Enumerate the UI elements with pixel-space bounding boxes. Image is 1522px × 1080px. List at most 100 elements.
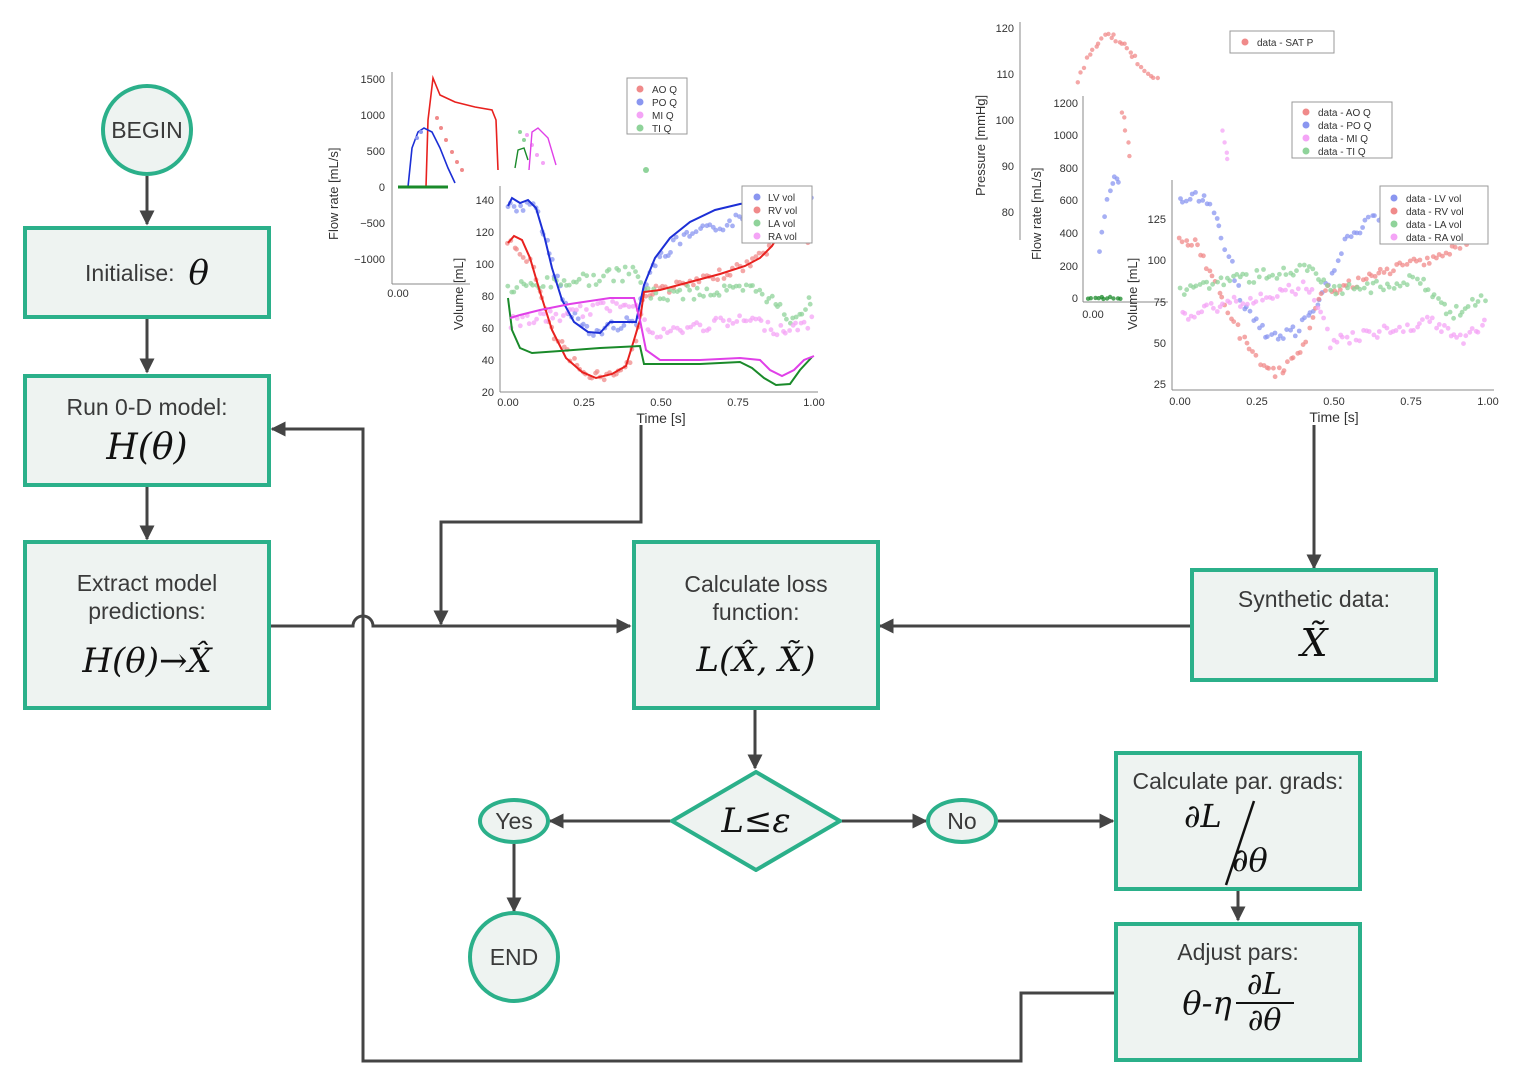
left-flow-ytick: 0 <box>379 182 385 194</box>
lv-data-point <box>727 218 732 224</box>
no-label: No <box>947 808 977 834</box>
lv-data-point <box>730 223 735 229</box>
end-node: END <box>468 911 560 1003</box>
la-data-point <box>704 286 710 292</box>
ra-data-point <box>1467 329 1473 335</box>
rv-data-point <box>1209 273 1215 279</box>
lv-data-point <box>700 223 706 229</box>
la-data-point <box>661 296 666 302</box>
la-data-point <box>1193 283 1199 289</box>
la-data-point <box>648 295 654 301</box>
extract-predictions-box: Extract model predictions: H(θ)→X̂ <box>23 540 271 710</box>
sat-p-point <box>1124 46 1130 51</box>
rv-data-point <box>1372 274 1378 279</box>
ra-data-point <box>1417 321 1422 326</box>
ra-data-point <box>1393 328 1399 333</box>
right-flow-ytick: 200 <box>1060 261 1078 273</box>
right-vol-ytick: 50 <box>1154 338 1166 350</box>
la-data-point <box>1246 279 1252 285</box>
lv-data-point <box>1264 334 1270 339</box>
lv-data-point <box>693 229 699 235</box>
ra-data-point <box>574 307 579 313</box>
loss-formula: L(X̂, X̃) <box>696 640 816 680</box>
rv-data-point <box>1281 368 1287 373</box>
la-data-point <box>1274 276 1280 281</box>
left-vol-ytick: 60 <box>482 323 494 335</box>
rv-data-point <box>1207 268 1213 274</box>
ra-data-point <box>526 321 532 327</box>
la-data-point <box>1447 309 1453 315</box>
la-data-point <box>671 288 677 294</box>
la-data-point <box>1306 264 1312 269</box>
la-data-point <box>1397 283 1403 289</box>
po-q-point <box>1104 197 1110 202</box>
la-data-point <box>1340 291 1345 297</box>
la-data-point <box>1277 271 1282 277</box>
begin-node: BEGIN <box>101 84 193 176</box>
rv-data-point <box>1447 251 1453 257</box>
ra-data-point <box>1469 326 1475 331</box>
la-data-point <box>1421 276 1426 282</box>
synthetic-label: Synthetic data: <box>1237 586 1391 612</box>
la-data-point <box>1301 262 1307 268</box>
ra-data-point <box>1397 324 1402 330</box>
sat-p-point <box>1155 75 1161 81</box>
rv-data-point <box>1452 244 1458 250</box>
ra-data-point <box>720 318 726 324</box>
left-flow-ylabel: Flow rate [mL/s] <box>326 148 341 240</box>
la-data-point <box>680 296 686 302</box>
ra-data-point <box>737 313 742 319</box>
la-data-point <box>1321 277 1327 283</box>
sat-p-dots <box>1075 31 1161 85</box>
ra-data-point <box>1461 341 1466 346</box>
ra-data-point <box>1376 329 1382 334</box>
left-vol-legend <box>741 185 813 244</box>
la-data-point <box>687 287 692 293</box>
mi-q-point <box>1225 156 1230 162</box>
la-data-point <box>708 292 713 298</box>
ra-data-point <box>1334 339 1340 345</box>
ra-data-point <box>1248 295 1253 301</box>
ra-data-point <box>753 316 759 322</box>
ra-data-point <box>774 332 780 338</box>
right-vol-xtick: 0.00 <box>1169 396 1190 408</box>
ra-data-point <box>668 328 673 334</box>
ra-data-point <box>1434 325 1439 331</box>
lv-data-point <box>1222 247 1228 253</box>
la-data-point <box>1417 281 1423 286</box>
lv-data-point <box>1236 283 1242 288</box>
ra-data-point <box>1199 309 1205 315</box>
ra-data-point <box>1227 300 1233 306</box>
ra-data-point <box>725 323 730 329</box>
ra-data-point <box>1185 317 1191 322</box>
ra-data-point <box>1457 332 1463 338</box>
la-data-point <box>1251 280 1257 285</box>
rv-data-point <box>691 282 696 288</box>
rv-data-point <box>514 246 519 252</box>
la-data-point <box>1451 315 1456 321</box>
right-vol-ytick: 100 <box>1148 255 1166 267</box>
ra-data-point <box>547 308 553 314</box>
ra-data-point <box>680 330 685 336</box>
rv-data-point <box>1203 266 1209 272</box>
la-data-point <box>544 275 550 280</box>
right-flow-x0: 0.00 <box>1082 309 1103 321</box>
la-data-point <box>1368 290 1374 296</box>
ra-data-point <box>1424 314 1430 320</box>
rv-data-point <box>1192 237 1198 243</box>
ra-data-point <box>1420 317 1425 322</box>
lv-data-point <box>684 229 690 235</box>
rv-data-point <box>700 273 706 279</box>
lv-data-point <box>1335 258 1341 264</box>
rv-data-point <box>715 277 720 283</box>
la-data-point <box>523 283 529 289</box>
ra-data-point <box>557 318 563 324</box>
ra-data-point <box>534 316 539 322</box>
po-q-point <box>1108 188 1113 194</box>
ao-q-point <box>1127 153 1132 159</box>
right-p-ytick: 110 <box>996 69 1014 81</box>
ti-q-point <box>1093 295 1098 301</box>
lv-data-point <box>1226 254 1232 260</box>
la-data-point <box>740 288 746 293</box>
lv-data-point <box>1332 268 1337 273</box>
